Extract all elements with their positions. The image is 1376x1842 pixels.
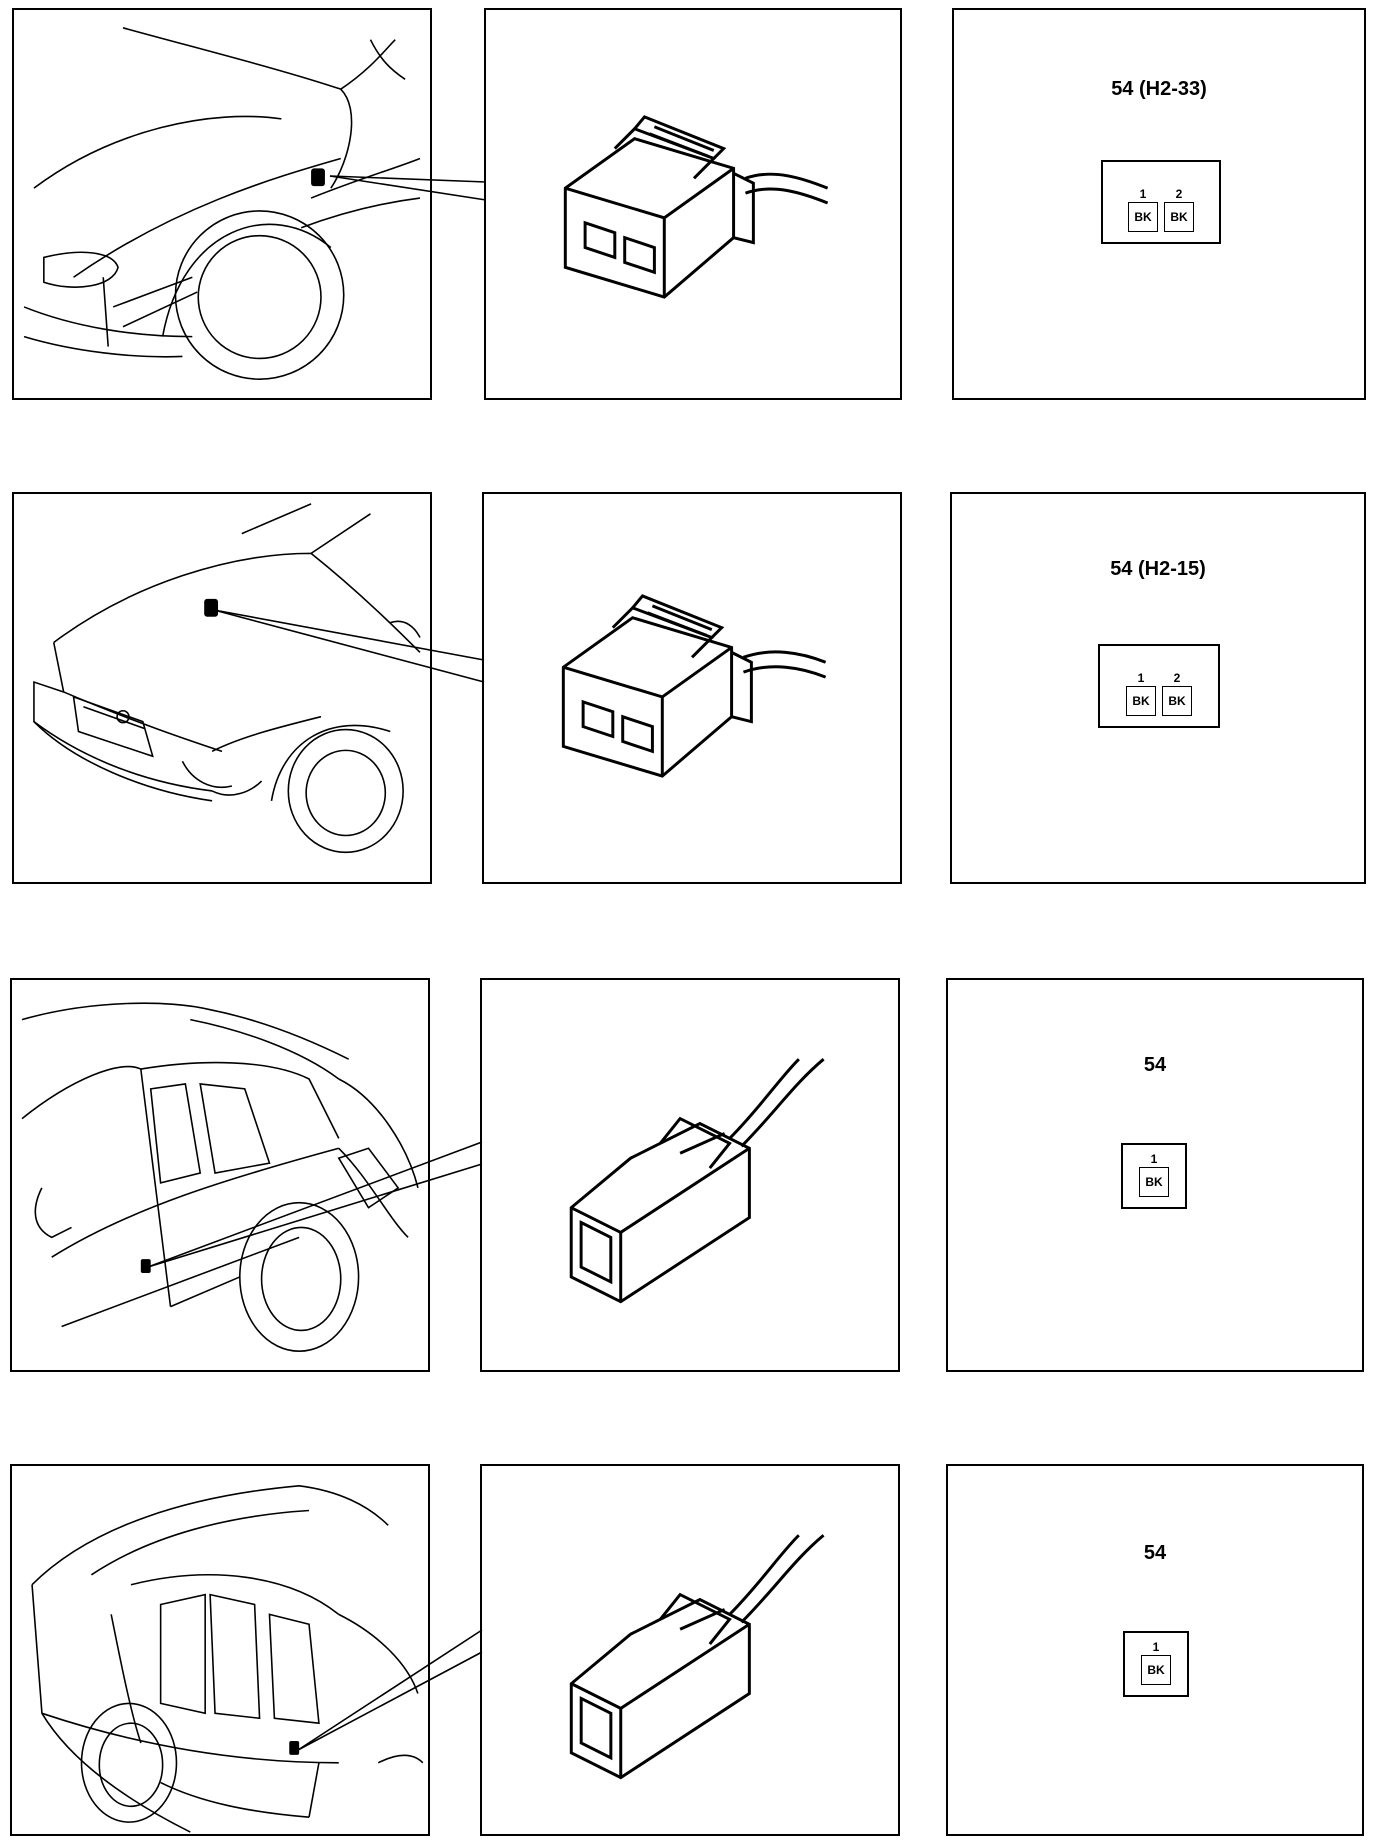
hood-illustration <box>33 503 421 854</box>
pin-number: 1 <box>1139 187 1147 201</box>
connector-location-marker <box>289 1741 300 1755</box>
connector-view-4 <box>480 1464 900 1836</box>
connector-location-marker <box>204 598 219 617</box>
wire-color: BK <box>1126 686 1156 716</box>
connector-location-marker <box>140 1259 151 1273</box>
wire-color: BK <box>1164 202 1194 232</box>
two-pin-connector-illustration <box>561 594 827 778</box>
rear-door-illustration <box>21 1002 419 1352</box>
wire-color: BK <box>1139 1167 1169 1197</box>
connector-face-view-2: 54 (H2-15) 1 BK 2 BK <box>950 492 1366 884</box>
wire-color: BK <box>1141 1655 1171 1685</box>
vehicle-location-view-3 <box>10 978 430 1372</box>
one-pin-connector-illustration <box>569 1058 825 1304</box>
one-pin-connector-illustration <box>569 1534 825 1780</box>
two-pin-connector-illustration <box>563 115 829 299</box>
pin-number: 2 <box>1173 671 1181 685</box>
connector-label: 54 (H2-33) <box>1111 78 1207 100</box>
pin-number: 1 <box>1137 671 1145 685</box>
connector-view-3 <box>480 978 900 1372</box>
pin-2: 2 BK <box>1164 188 1194 232</box>
connector-location-marker <box>311 168 325 187</box>
pin-number: 2 <box>1175 187 1183 201</box>
wire-color: BK <box>1162 686 1192 716</box>
connector-face-view-3: 54 1 BK <box>946 978 1364 1372</box>
rear-quarter-illustration <box>31 1484 424 1833</box>
pin-number: 1 <box>1152 1640 1160 1654</box>
pin-1: 1 BK <box>1128 188 1158 232</box>
connector-face: 1 BK 2 BK <box>1101 160 1221 244</box>
pin-1: 1 BK <box>1139 1153 1169 1197</box>
pin-number: 1 <box>1150 1152 1158 1166</box>
pin-1: 1 BK <box>1141 1641 1171 1685</box>
pin-1: 1 BK <box>1126 672 1156 716</box>
connector-label: 54 <box>1143 1542 1167 1564</box>
connector-label: 54 <box>1143 1054 1167 1076</box>
vehicle-location-view-4 <box>10 1464 430 1836</box>
vehicle-location-view-2 <box>12 492 432 884</box>
pin-2: 2 BK <box>1162 672 1192 716</box>
connector-face-view-4: 54 1 BK <box>946 1464 1364 1836</box>
connector-face: 1 BK <box>1121 1143 1187 1209</box>
front-fender-illustration <box>23 27 421 380</box>
connector-face: 1 BK <box>1123 1631 1189 1697</box>
connector-label: 54 (H2-15) <box>1110 558 1206 580</box>
connector-view-1 <box>484 8 902 400</box>
connector-view-2 <box>482 492 902 884</box>
connector-face-view-1: 54 (H2-33) 1 BK 2 BK <box>952 8 1366 400</box>
connector-face: 1 BK 2 BK <box>1098 644 1220 728</box>
vehicle-location-view-1 <box>12 8 432 400</box>
wire-color: BK <box>1128 202 1158 232</box>
